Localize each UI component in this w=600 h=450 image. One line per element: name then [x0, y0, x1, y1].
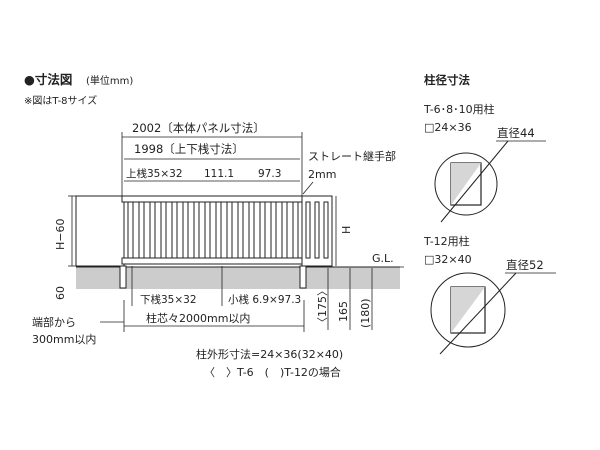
- depth-175-label: 〈175〉: [316, 285, 329, 328]
- post-b-size: □32×40: [424, 253, 472, 266]
- h60-label: H−60: [54, 219, 67, 251]
- post-b-diameter: 直径52: [506, 258, 544, 272]
- post-b-diagonal: [439, 272, 517, 355]
- post-size-note-1: 柱外形寸法=24×36(32×40): [196, 347, 343, 361]
- bottom-rail-label: 下桟35×32: [140, 293, 197, 306]
- fence-slat: [292, 201, 299, 259]
- end-note-line2: 300mm以内: [32, 332, 96, 346]
- fence-slat: [281, 201, 288, 259]
- fence-slat: [305, 201, 311, 259]
- joint-label: ストレート継手部: [308, 149, 396, 163]
- rail-dim-label: 1998〔上下桟寸法〕: [134, 142, 244, 156]
- post-a-diameter: 直径44: [497, 126, 535, 140]
- post-b-shade: [451, 287, 485, 333]
- fence-slat: [215, 201, 222, 259]
- fence-slat: [138, 201, 145, 259]
- dim-111-label: 111.1: [204, 168, 234, 180]
- slat-group-right: [305, 201, 329, 259]
- fence-slat: [160, 201, 167, 259]
- post-b-section: [430, 272, 517, 355]
- fence-slat: [171, 201, 178, 259]
- post-a-shade: [451, 163, 481, 205]
- post-size-note-2: 〈 〉T-6 ( )T-12の場合: [204, 365, 341, 379]
- post-a-size: □24×36: [424, 121, 472, 134]
- diagram-title: ●寸法図: [24, 72, 72, 87]
- fence-slat: [237, 201, 244, 259]
- end-note-line1: 端部から: [32, 315, 76, 329]
- post-a-circle: [434, 152, 498, 216]
- unit-note: (単位mm): [86, 74, 133, 87]
- fence-slat: [193, 201, 200, 259]
- dim-97-label: 97.3: [258, 168, 281, 180]
- post-b-circle: [430, 272, 506, 348]
- fence-slat: [226, 201, 233, 259]
- fence-slat: [248, 201, 255, 259]
- post-a-model: T-6･8･10用柱: [423, 102, 495, 116]
- post-section-title: 柱径寸法: [424, 73, 470, 87]
- depth-165-label: 165: [337, 301, 350, 322]
- post-a-diagonal: [440, 140, 509, 223]
- fence-slat: [204, 201, 211, 259]
- ground-band: [76, 267, 400, 289]
- left-post: [75, 195, 125, 267]
- joint-value: 2mm: [308, 168, 336, 181]
- joint-leader: [302, 181, 314, 195]
- bottom-rail: [121, 257, 303, 265]
- small-bar-label: 小桟 6.9×97.3: [228, 293, 301, 306]
- fence-slat: [270, 201, 277, 259]
- fence-slat: [323, 201, 329, 259]
- left-post-footing: [119, 265, 127, 289]
- gl-label: G.L.: [372, 252, 394, 265]
- post-spacing-label: 柱芯々2000mm以内: [146, 311, 250, 325]
- h-label: H: [340, 226, 353, 234]
- right-post-footing: [299, 265, 307, 289]
- fence-slat: [259, 201, 266, 259]
- dim-60-label: 60: [54, 286, 67, 300]
- size-note: ※図はT-8サイズ: [24, 94, 97, 107]
- fence-slat: [182, 201, 189, 259]
- top-rail: [121, 195, 303, 203]
- fence-slat: [149, 201, 156, 259]
- top-rail-label: 上桟35×32: [126, 167, 183, 180]
- panel-dim-label: 2002〔本体パネル寸法〕: [132, 121, 265, 135]
- fence-slat: [314, 201, 320, 259]
- depth-180-label: (180): [359, 298, 372, 328]
- post-a-section: [434, 140, 509, 223]
- fence-panel: [75, 195, 333, 289]
- post-b-model: T-12用柱: [423, 234, 470, 248]
- slat-group: [127, 201, 299, 259]
- fence-slat: [127, 201, 134, 259]
